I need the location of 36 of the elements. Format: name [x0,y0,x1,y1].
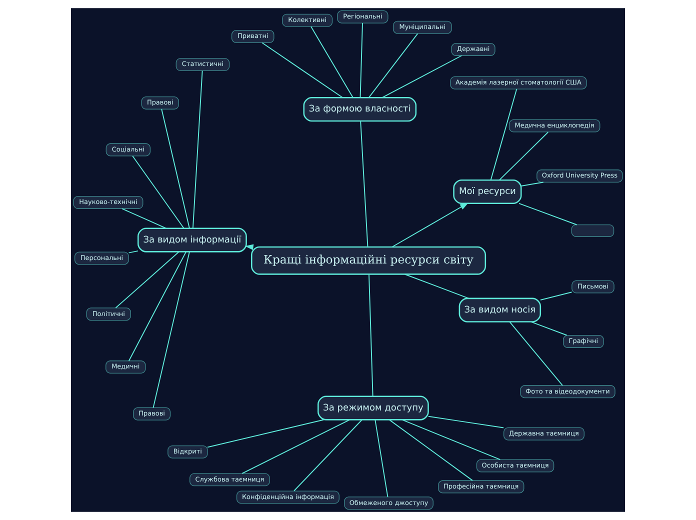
node-box [571,224,614,237]
node-box: За видом інформації [138,228,247,252]
connector [192,70,203,229]
connector [132,156,184,229]
connector [128,251,187,362]
connector [401,419,501,460]
connector [404,274,470,299]
connector [262,42,344,98]
connector [294,419,362,492]
connector [428,416,504,428]
connector [520,182,544,186]
connector [509,321,564,386]
connector [115,251,180,308]
connector [530,321,568,336]
connector [368,274,374,397]
connector [360,120,368,248]
connector [161,108,190,229]
arrow [392,202,468,248]
connector [242,419,350,474]
connector [206,419,324,448]
node-box: За видом носія [458,298,542,322]
connector [152,251,190,408]
connector [518,202,578,226]
connector [490,88,518,180]
connector [382,55,462,98]
node-box: За режимом доступу [318,396,429,420]
connector [128,250,138,254]
connector [374,419,388,498]
connector [360,22,363,98]
node-box: Мої ресурси [453,179,522,204]
connector [498,132,549,180]
connector [368,33,418,98]
connector [540,292,572,300]
connector [310,26,354,98]
connector [122,208,167,229]
node-box: За формою власності [303,97,417,122]
